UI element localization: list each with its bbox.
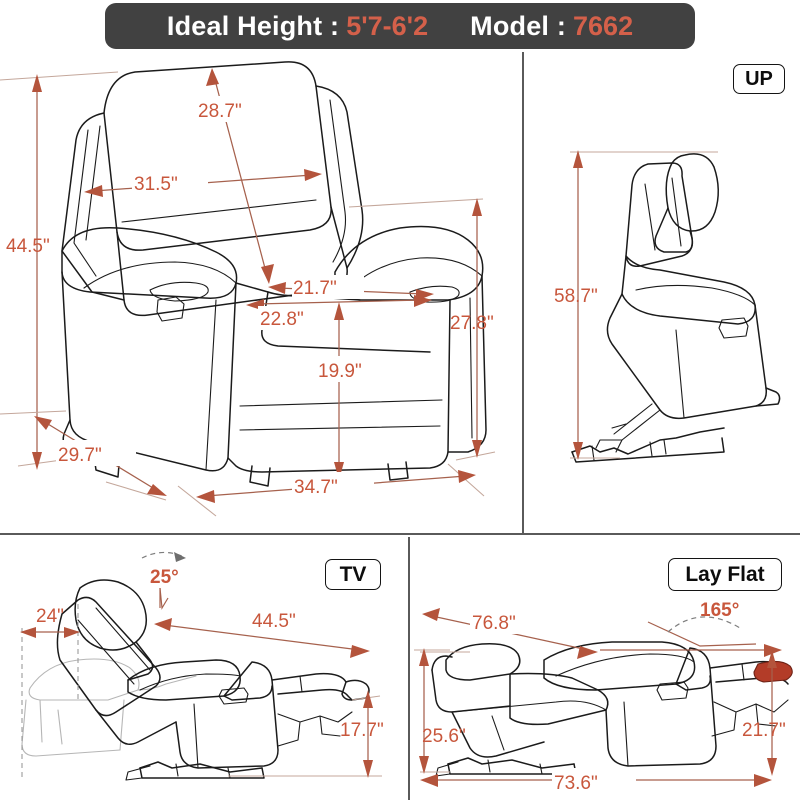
- panel-label-lay-flat: Lay Flat: [668, 558, 782, 591]
- dim-flat-diagonal: 76.8": [472, 613, 516, 634]
- dim-overall-height: 44.5": [6, 236, 50, 257]
- dim-footrest-height-lf: 21.7": [742, 720, 786, 741]
- ideal-height-group: Ideal Height : 5'7-6'2: [167, 11, 428, 42]
- model-label: Model :: [470, 10, 567, 41]
- dim-overall-length: 73.6": [554, 773, 598, 794]
- lay-flat-dimension-lines: 76.8" 165° 25.6" 21.7" 7: [414, 600, 786, 794]
- dim-side-depth: 29.7": [58, 445, 102, 466]
- main-chair-outline: [61, 61, 487, 487]
- dim-seat-depth: 21.7": [293, 278, 337, 299]
- divider-horizontal: [0, 533, 800, 535]
- up-dimension-lines: 58.7": [554, 150, 718, 460]
- dim-flat-angle: 165°: [700, 600, 739, 621]
- tv-chair-outline: [56, 579, 370, 781]
- panel-label-tv: TV: [325, 559, 381, 590]
- dim-wall-clearance: 24": [36, 606, 64, 627]
- divider-vertical-top: [522, 52, 524, 534]
- dim-back-height: 25.6": [422, 726, 466, 747]
- ideal-height-label: Ideal Height :: [166, 10, 340, 41]
- spec-banner: Ideal Height : 5'7-6'2 Model : 7662: [105, 3, 695, 49]
- model-value: 7662: [573, 10, 634, 41]
- panel-label-up: UP: [733, 64, 785, 94]
- dim-seat-width: 22.8": [260, 309, 304, 330]
- ideal-height-value: 5'7-6'2: [346, 10, 429, 41]
- dim-footrest-height-tv: 17.7": [340, 720, 384, 741]
- tv-ghost-outline: [21, 658, 197, 757]
- up-chair-outline: [571, 153, 781, 463]
- main-dimension-lines: 44.5" 28.7" 31.5" 21.7" 22.8": [0, 68, 496, 517]
- dim-back-width: 31.5": [134, 174, 178, 195]
- dim-recline-angle: 25°: [150, 567, 179, 588]
- dim-arm-height: 27.8": [450, 313, 494, 334]
- model-group: Model : 7662: [470, 11, 633, 42]
- divider-vertical-bottom: [408, 537, 410, 800]
- lay-flat-chair-outline: [431, 641, 793, 777]
- dim-reclined-length: 44.5": [252, 611, 296, 632]
- dim-base-width: 34.7": [294, 477, 338, 498]
- dim-seat-height: 19.9": [318, 361, 362, 382]
- dim-lifted-height: 58.7": [554, 286, 598, 307]
- dim-backrest-height: 28.7": [198, 101, 242, 122]
